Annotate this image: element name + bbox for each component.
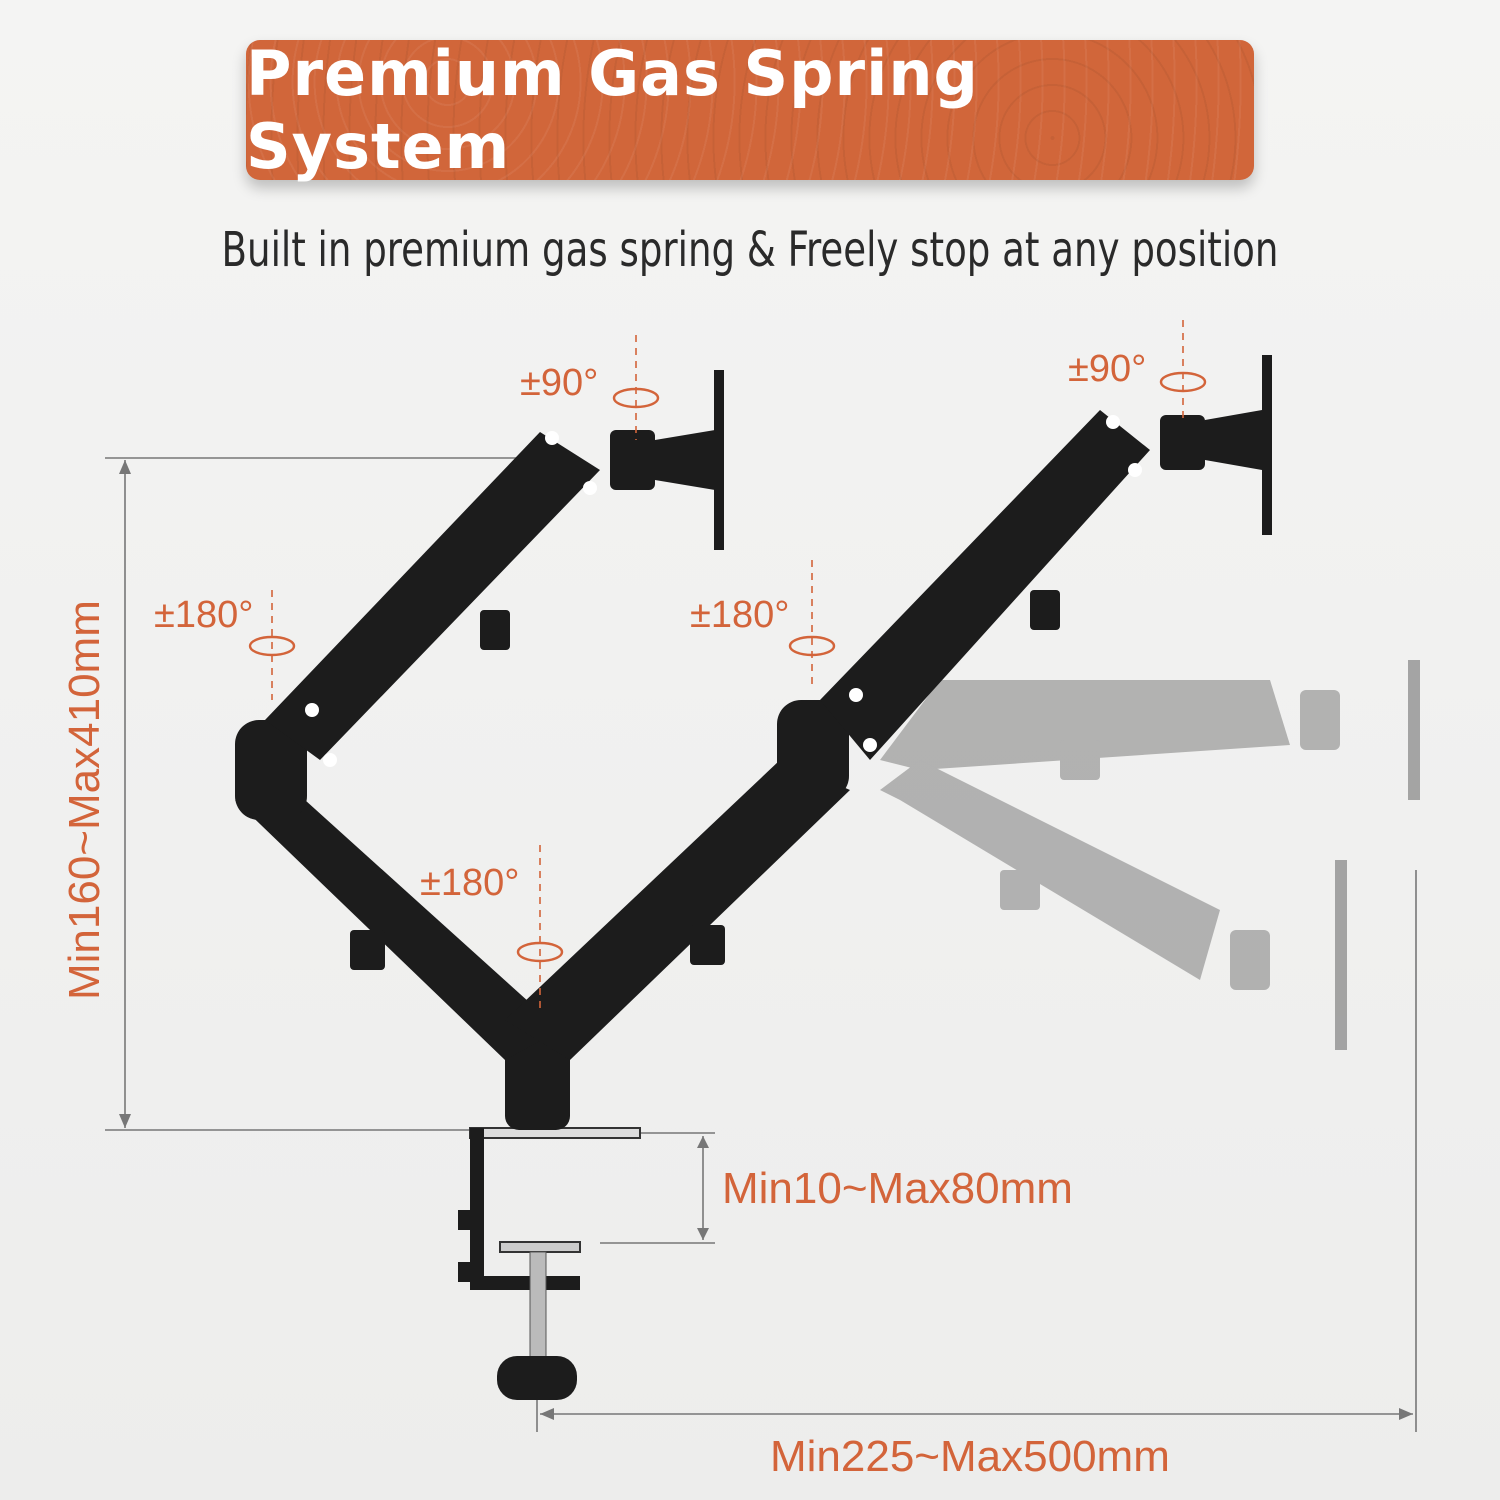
upper-arms xyxy=(265,410,1205,760)
title-banner: Premium Gas Spring System xyxy=(246,37,1254,183)
banner-title: Premium Gas Spring System xyxy=(246,37,979,183)
vesa-plates xyxy=(655,355,1272,550)
reach-dimension-label: Min225~Max500mm xyxy=(770,1432,1170,1481)
arm-rivets xyxy=(305,415,1142,767)
height-dimension-label: Min160~Max410mm xyxy=(60,600,109,1000)
ghost-arm-positions xyxy=(880,660,1420,1050)
left-elbow-label: ±180° xyxy=(154,594,254,636)
dimension-arrowheads xyxy=(119,460,1413,1420)
base-rotation-label: ±180° xyxy=(420,862,520,904)
left-tilt-label: ±90° xyxy=(520,362,599,404)
desk-clamp xyxy=(458,1127,641,1400)
right-tilt-label: ±90° xyxy=(1068,348,1147,390)
lower-arms xyxy=(235,700,850,1060)
right-elbow-label: ±180° xyxy=(690,594,790,636)
subtitle: Built in premium gas spring & Freely sto… xyxy=(221,222,1279,278)
rotation-axes xyxy=(271,320,1184,1010)
clamp-dimension-label: Min10~Max80mm xyxy=(722,1164,1073,1213)
rotation-arrows xyxy=(248,371,1207,963)
